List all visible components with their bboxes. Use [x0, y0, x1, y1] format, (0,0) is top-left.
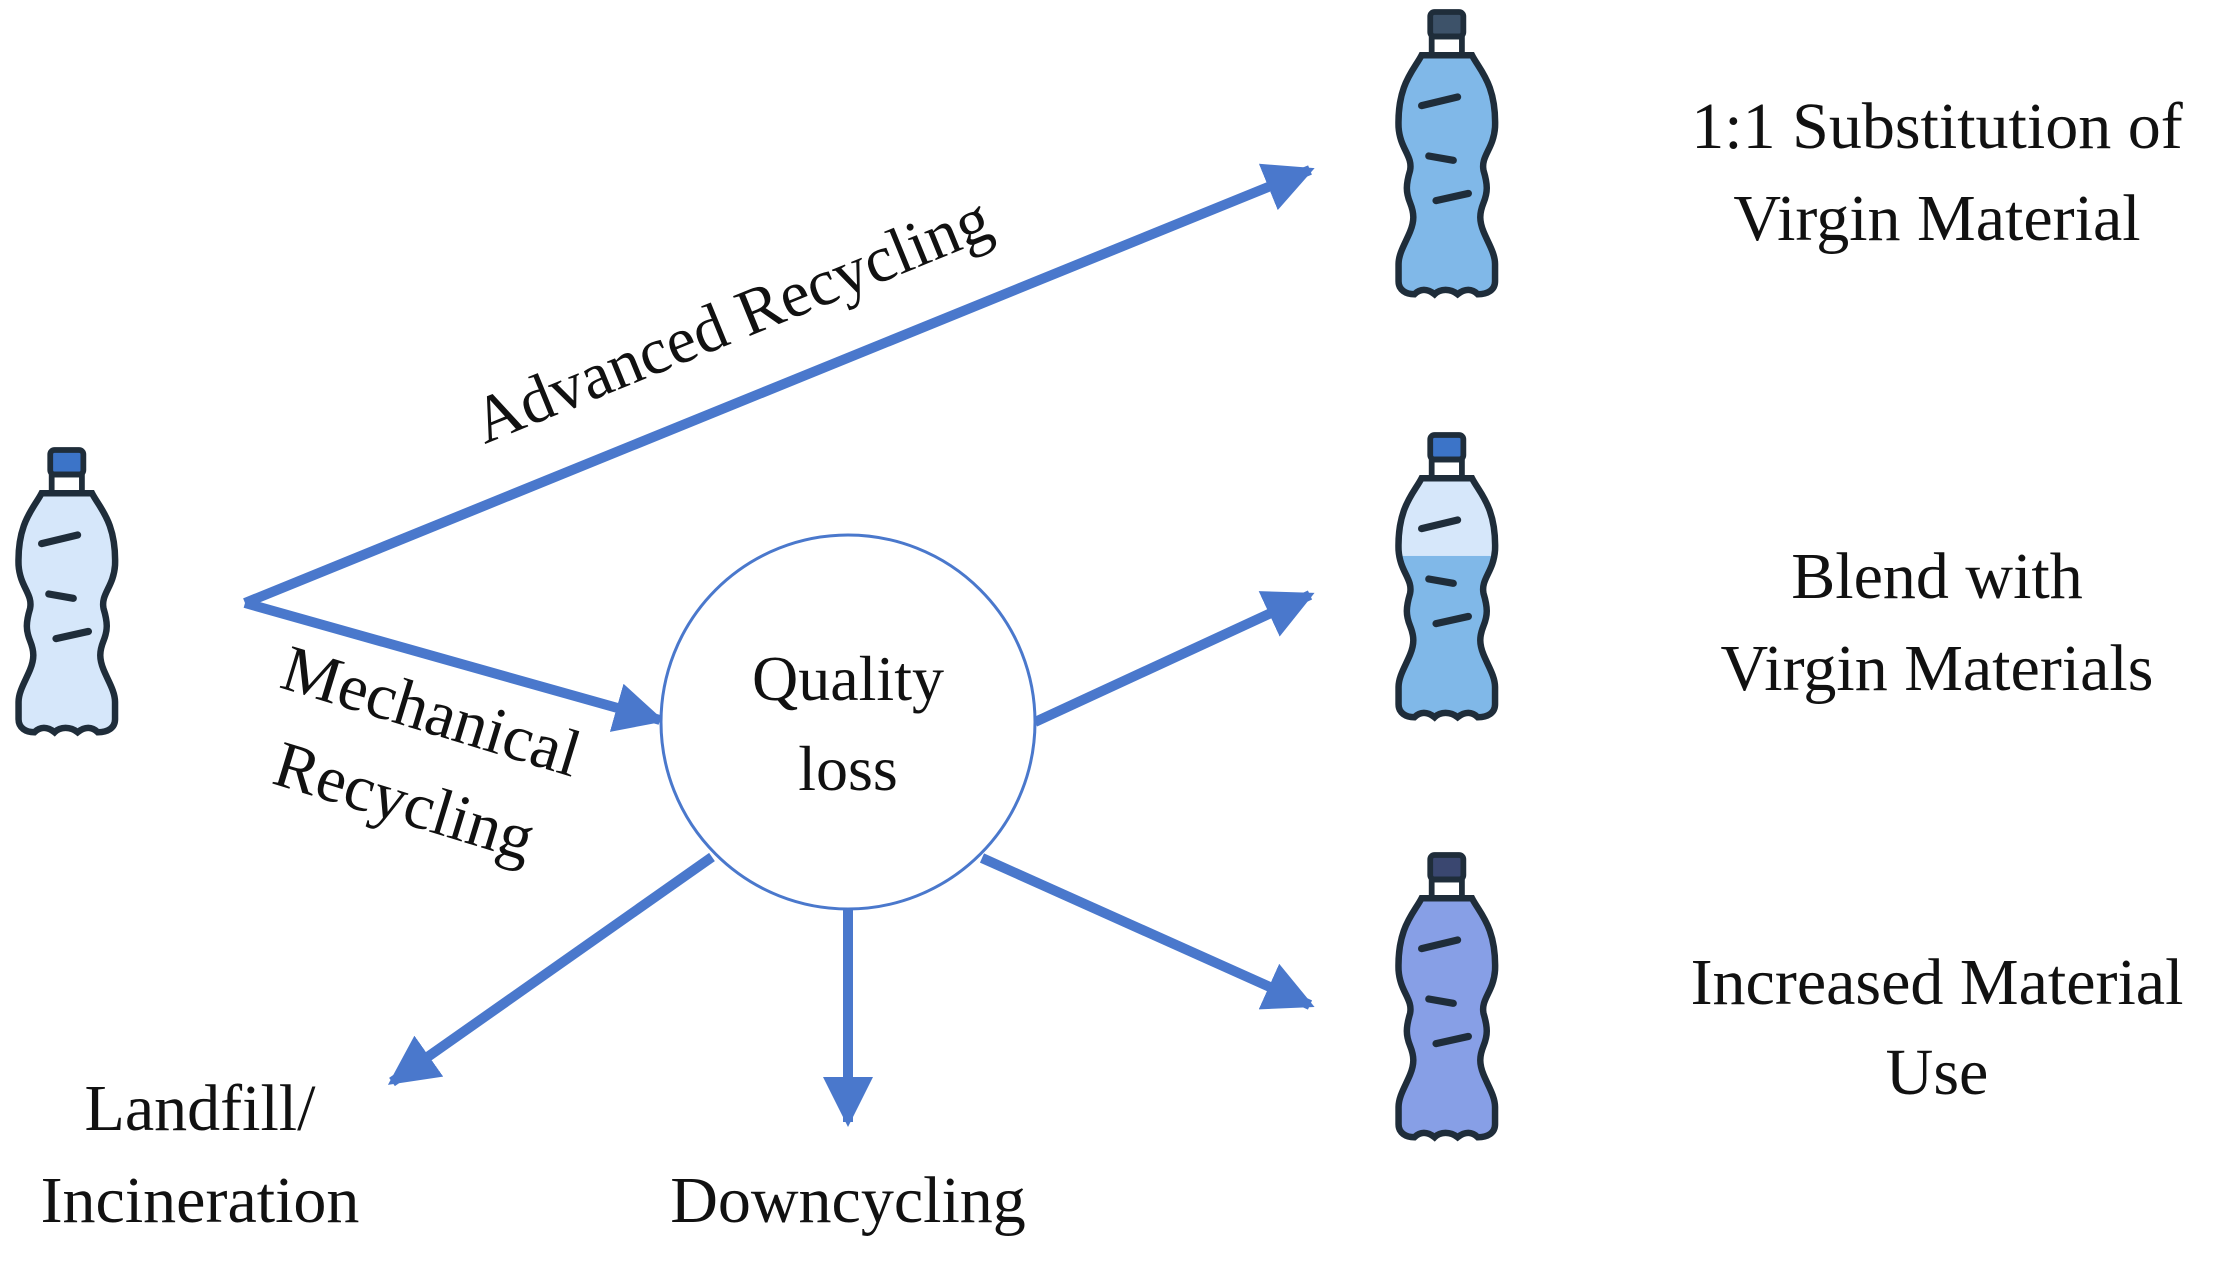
landfill-arrow — [387, 852, 715, 1087]
blend-label-line1: Blend with — [1791, 540, 2083, 613]
advanced-recycling-arrow — [243, 163, 1315, 608]
blend-arrow — [1032, 590, 1315, 727]
substitution-label-line2: Virgin Material — [1733, 182, 2140, 255]
arrows — [243, 163, 1315, 1127]
hub-label-line1: Quality — [752, 643, 944, 714]
blend-bottle-icon — [1393, 432, 1508, 729]
increased-label-line2: Use — [1886, 1036, 1989, 1109]
hub-label-line2: loss — [798, 733, 898, 804]
downcycling-label: Downcycling — [670, 1164, 1026, 1237]
increased-material-bottle-icon — [1398, 852, 1495, 1137]
substitution-bottle-icon — [1398, 9, 1495, 294]
landfill-label-line2: Incineration — [41, 1164, 360, 1237]
source-bottle-icon — [18, 447, 115, 732]
quality-loss-circle — [659, 533, 1037, 911]
blend-label-line2: Virgin Materials — [1721, 632, 2154, 705]
quality-loss-hub: Quality loss — [659, 533, 1037, 911]
substitution-label-line1: 1:1 Substitution of — [1691, 90, 2182, 163]
advanced-recycling-label: Advanced Recycling — [463, 182, 1001, 458]
increased-label-line1: Increased Material — [1691, 946, 2184, 1019]
landfill-label-line1: Landfill/ — [85, 1072, 317, 1145]
increased-use-arrow — [979, 853, 1315, 1010]
mechanical-recycling-arrow — [243, 598, 665, 732]
